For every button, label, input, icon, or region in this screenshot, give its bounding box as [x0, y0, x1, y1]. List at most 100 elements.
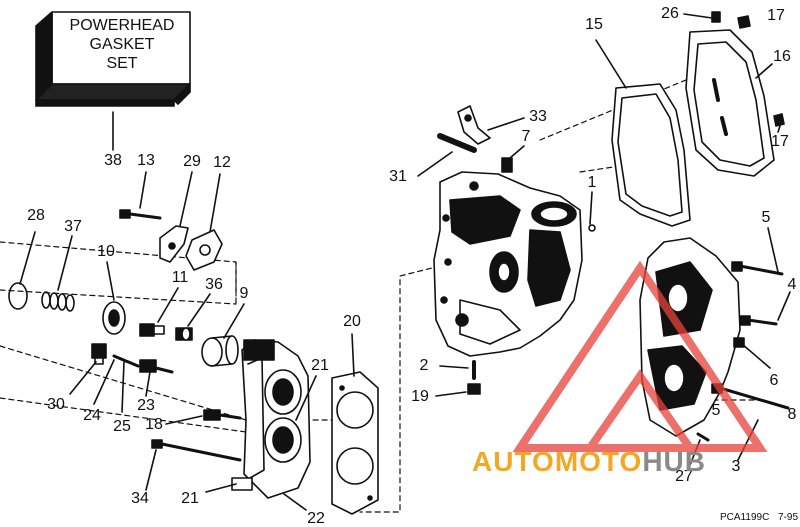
kit-line-1: POWERHEAD — [69, 17, 175, 34]
leader-2 — [439, 365, 469, 369]
leader-13 — [139, 171, 147, 209]
callout-18: 18 — [145, 416, 163, 433]
callout-25: 25 — [113, 418, 131, 435]
gasket-set-box — [35, 11, 191, 107]
callout-30: 30 — [47, 396, 65, 413]
callout-26: 26 — [661, 5, 679, 22]
callout-24: 24 — [83, 407, 101, 424]
leader-30 — [69, 361, 97, 395]
figure-date: 7-95 — [778, 512, 799, 523]
part-bracket-33 — [457, 105, 491, 145]
part-plug-18 — [203, 409, 242, 421]
callout-21-bottom: 21 — [181, 490, 199, 507]
callout-7: 7 — [521, 128, 531, 145]
callout-9: 9 — [239, 285, 249, 302]
callout-6: 6 — [769, 372, 779, 389]
leader-7 — [509, 145, 525, 159]
leader-9 — [223, 303, 245, 339]
leader-31 — [417, 151, 453, 177]
callout-17-bottom: 17 — [771, 133, 789, 150]
kit-line-2: GASKET — [89, 36, 155, 53]
leader-20 — [351, 333, 355, 377]
part-o-ring — [8, 282, 28, 310]
callout-8: 8 — [787, 406, 797, 423]
leader-19 — [435, 391, 467, 397]
part-bolt-4 — [746, 318, 778, 326]
leader-25 — [121, 361, 125, 413]
leader-21b — [205, 483, 237, 493]
callout-17-top: 17 — [767, 7, 785, 24]
callout-10: 10 — [97, 243, 115, 260]
watermark-logo-triangle — [512, 260, 768, 452]
callout-19: 19 — [411, 388, 429, 405]
callout-20: 20 — [343, 313, 361, 330]
callout-13: 13 — [137, 152, 155, 169]
leader-3 — [737, 419, 759, 461]
callout-2: 2 — [419, 357, 429, 374]
leader-5a — [767, 227, 779, 273]
leader-17b — [777, 125, 781, 133]
leader-33 — [487, 117, 525, 131]
leader-12 — [209, 173, 221, 233]
callout-23: 23 — [137, 397, 155, 414]
gasket-set-label: POWERHEAD GASKET SET — [54, 16, 190, 73]
leader-6 — [741, 343, 771, 369]
callout-5-top: 5 — [761, 209, 771, 226]
kit-line-3: SET — [106, 55, 138, 72]
part-cover-16 — [685, 29, 775, 177]
callout-36: 36 — [205, 276, 223, 293]
leader-28 — [19, 231, 36, 285]
part-fitting-7 — [501, 157, 513, 173]
callout-12: 12 — [213, 154, 231, 171]
leader-34 — [145, 449, 157, 491]
part-screw-24 — [112, 354, 140, 368]
part-fitting-23 — [139, 359, 174, 374]
leader-11 — [157, 287, 179, 323]
callout-29: 29 — [183, 153, 201, 170]
leader-18 — [165, 415, 203, 425]
callout-15: 15 — [585, 16, 603, 33]
leader-24 — [93, 359, 115, 405]
part-fitting-11 — [139, 323, 165, 337]
part-head-gasket — [331, 371, 379, 515]
leader-36 — [187, 293, 211, 327]
callout-28: 28 — [27, 207, 45, 224]
part-dowel-31 — [437, 133, 477, 153]
part-cylinder-head — [231, 339, 311, 499]
callout-33: 33 — [529, 108, 547, 125]
part-cup-9 — [201, 335, 239, 367]
callout-38: 38 — [104, 152, 122, 169]
callout-4: 4 — [787, 276, 797, 293]
leader-1 — [589, 191, 593, 225]
part-pin-1 — [588, 224, 596, 232]
leader-23 — [145, 371, 151, 397]
part-crankcase — [433, 171, 583, 357]
leader-22 — [283, 493, 307, 511]
leader-15 — [595, 39, 627, 89]
callout-11: 11 — [171, 269, 189, 286]
leader-37 — [57, 235, 73, 291]
part-fitting-36 — [175, 327, 193, 341]
callout-16: 16 — [773, 48, 791, 65]
watermark-part-2: HUB — [642, 446, 706, 477]
callout-3: 3 — [731, 458, 741, 475]
callout-1: 1 — [587, 174, 597, 191]
leader-16 — [755, 63, 773, 79]
callout-21-top: 21 — [311, 357, 329, 374]
part-spring — [41, 291, 75, 312]
part-screw-27 — [696, 432, 710, 442]
watermark-text: AUTOMOTOHUB — [472, 446, 706, 478]
part-gasket-12 — [185, 229, 223, 271]
part-bolt-8 — [718, 386, 790, 410]
leader-4 — [777, 291, 791, 321]
callout-34: 34 — [131, 490, 149, 507]
callout-22: 22 — [307, 510, 325, 527]
part-cover-gasket-15 — [611, 83, 691, 227]
callout-5-bottom: 5 — [711, 402, 721, 419]
watermark-part-1: AUTOMOTO — [472, 446, 643, 477]
leader-29 — [179, 171, 193, 227]
leader-26 — [683, 13, 713, 19]
figure-code: PCA1199C — [720, 512, 770, 523]
